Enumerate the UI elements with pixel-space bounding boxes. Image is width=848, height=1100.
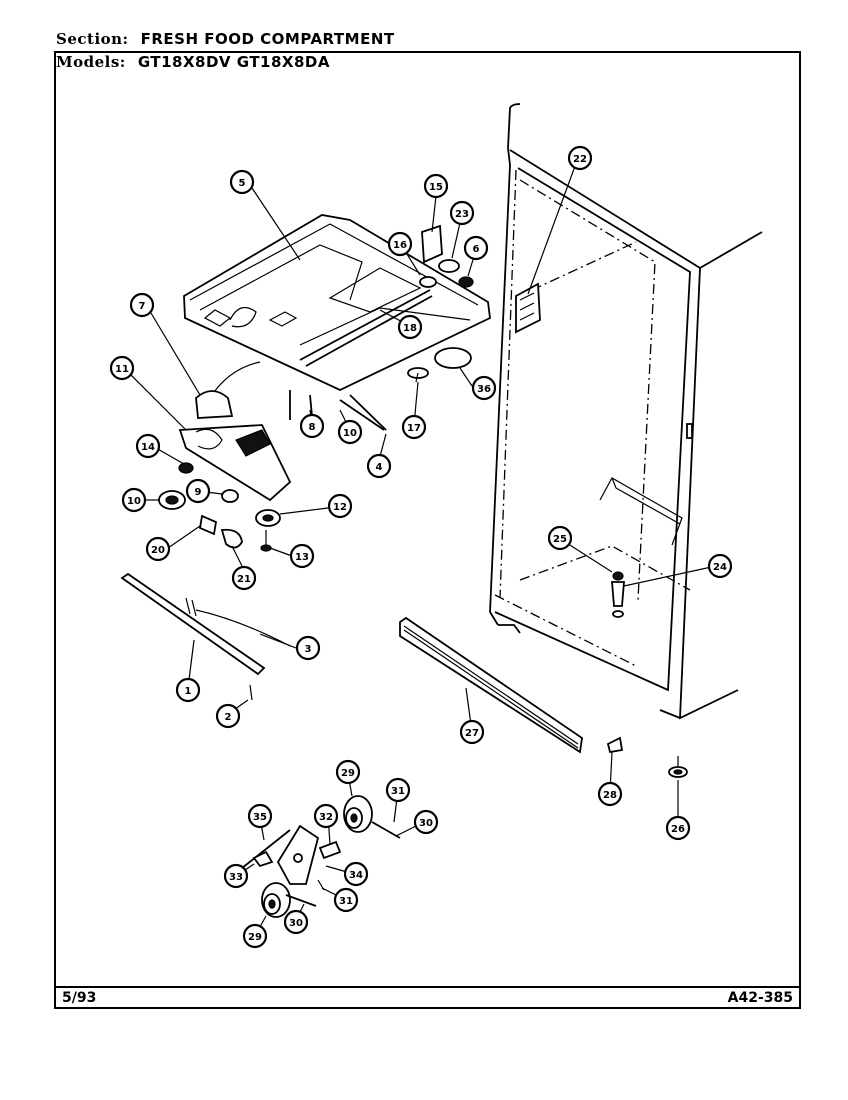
svg-text:28: 28 [603,790,617,801]
callout-32: 32 [313,803,339,829]
svg-text:16: 16 [393,240,407,251]
svg-text:5: 5 [239,178,246,189]
callout-30a: 30 [413,809,439,835]
svg-text:31: 31 [339,896,353,907]
section-value: FRESH FOOD COMPARTMENT [140,30,395,48]
models-value: GT18X8DV GT18X8DA [137,53,330,71]
control-parts-drawing [158,361,385,552]
svg-text:33: 33 [229,872,243,883]
callout-31a: 31 [385,777,411,803]
svg-text:4: 4 [376,462,383,473]
svg-text:15: 15 [429,182,443,193]
callout-36: 36 [471,375,497,401]
callout-10b: 10 [337,419,363,445]
svg-text:2: 2 [225,712,232,723]
trim-strip-drawing [120,572,291,701]
svg-text:7: 7 [139,301,146,312]
callout-15: 15 [423,173,449,199]
svg-text:27: 27 [465,728,479,739]
callout-1: 1 [175,677,201,703]
svg-text:32: 32 [319,812,333,823]
callout-21: 21 [231,565,257,591]
footer-divider [56,986,799,988]
callout-7: 7 [129,292,155,318]
callout-25: 25 [547,525,573,551]
callout-20: 20 [145,536,171,562]
svg-text:13: 13 [295,552,309,563]
base-grille-drawing [399,616,583,754]
svg-text:30: 30 [419,818,433,829]
callout-22: 22 [567,145,593,171]
svg-text:35: 35 [253,812,267,823]
footer-code: A42-385 [727,990,793,1006]
svg-text:31: 31 [391,786,405,797]
roller-assembly-drawing [231,795,401,918]
callout-11: 11 [109,355,135,381]
svg-text:10: 10 [343,428,357,439]
leveler-drawing [606,571,688,778]
svg-text:17: 17 [407,423,421,434]
svg-text:1: 1 [185,686,192,697]
svg-text:29: 29 [248,932,262,943]
callout-16: 16 [387,231,413,257]
cabinet-drawing [489,103,763,720]
svg-text:25: 25 [553,534,567,545]
svg-text:20: 20 [151,545,165,556]
callout-29b: 29 [242,923,268,949]
callout-13: 13 [289,543,315,569]
svg-text:18: 18 [403,323,417,334]
callout-29a: 29 [335,759,361,785]
svg-text:36: 36 [477,384,491,395]
callout-35: 35 [247,803,273,829]
diagram-frame: 5/93 A42-385 [54,51,801,1009]
callout-17: 17 [401,414,427,440]
callout-10a: 10 [121,487,147,513]
svg-text:21: 21 [237,574,251,585]
callout-2: 2 [215,703,241,729]
callout-31b: 31 [333,887,359,913]
svg-text:26: 26 [671,824,685,835]
callout-18: 18 [397,314,423,340]
models-header: Models: GT18X8DV GT18X8DA [56,53,330,71]
callout-30b: 30 [283,909,309,935]
models-label: Models: [56,53,126,71]
section-header: Section: FRESH FOOD COMPARTMENT [56,30,395,48]
callout-12: 12 [327,493,353,519]
svg-text:12: 12 [333,502,347,513]
fan-parts-drawing [407,224,474,383]
callout-33: 33 [223,863,249,889]
svg-text:22: 22 [573,154,587,165]
svg-text:9: 9 [195,487,202,498]
callout-26: 26 [665,815,691,841]
callout-23: 23 [449,200,475,226]
svg-text:8: 8 [309,422,316,433]
svg-text:6: 6 [473,244,480,255]
svg-text:23: 23 [455,209,469,220]
section-label: Section: [56,30,129,48]
callout-6: 6 [463,235,489,261]
callout-9: 9 [185,478,211,504]
svg-text:29: 29 [341,768,355,779]
footer-date: 5/93 [62,990,97,1006]
callout-4: 4 [366,453,392,479]
svg-text:3: 3 [305,644,312,655]
callout-14: 14 [135,433,161,459]
callout-8: 8 [299,413,325,439]
control-housing-drawing [183,214,491,431]
callout-27: 27 [459,719,485,745]
callout-24: 24 [707,553,733,579]
svg-text:30: 30 [289,918,303,929]
svg-text:11: 11 [115,364,129,375]
svg-text:14: 14 [141,442,155,453]
callout-34: 34 [343,861,369,887]
svg-text:34: 34 [349,870,363,881]
callout-3: 3 [295,635,321,661]
svg-text:10: 10 [127,496,141,507]
svg-text:24: 24 [713,562,727,573]
callout-5: 5 [229,169,255,195]
callout-28: 28 [597,781,623,807]
